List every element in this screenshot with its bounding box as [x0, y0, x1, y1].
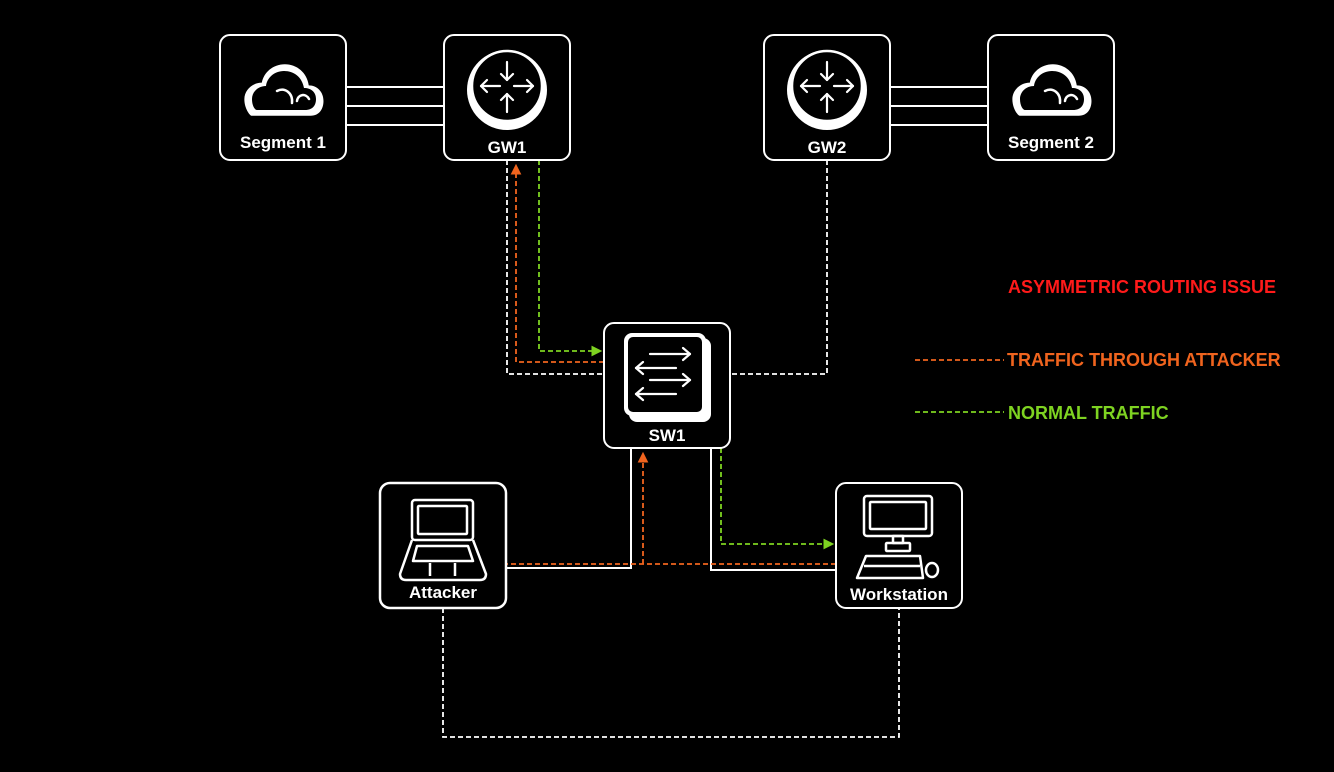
node-gw1[interactable]: GW1	[443, 34, 571, 161]
node-label: GW1	[488, 138, 527, 157]
node-workstation[interactable]: Workstation	[835, 482, 963, 609]
desktop-computer-icon	[855, 494, 940, 580]
link-attacker-sw1	[506, 448, 632, 569]
node-attacker[interactable]: Attacker	[378, 481, 508, 610]
normal-traffic-sw1-to-workstation	[720, 448, 835, 550]
legend: ASYMMETRIC ROUTING ISSUE TRAFFIC THROUGH…	[915, 277, 1281, 423]
node-segment1[interactable]: Segment 1	[219, 34, 347, 161]
node-label: Segment 1	[240, 133, 326, 152]
legend-title: ASYMMETRIC ROUTING ISSUE	[1008, 277, 1276, 297]
node-label: GW2	[808, 138, 847, 157]
node-gw2[interactable]: GW2	[763, 34, 891, 161]
link-sw1-workstation	[710, 448, 836, 571]
router-icon	[467, 49, 547, 130]
laptop-icon	[398, 498, 488, 582]
link-segment1-gw1	[346, 86, 444, 126]
node-label: Workstation	[850, 585, 948, 604]
node-label: Segment 2	[1008, 133, 1094, 152]
cloud-icon	[1012, 64, 1092, 116]
node-label: SW1	[649, 426, 686, 445]
link-gw1-sw1	[506, 160, 604, 375]
link-gw2-sw1	[730, 160, 828, 375]
normal-traffic-gw1-to-sw1	[538, 160, 603, 357]
legend-label-attacker-traffic: TRAFFIC THROUGH ATTACKER	[1007, 350, 1281, 370]
router-icon	[787, 49, 867, 130]
node-label: Attacker	[409, 583, 477, 602]
switch-icon	[624, 333, 711, 422]
link-attacker-workstation	[442, 608, 900, 738]
attacker-traffic-sw1-to-gw1	[510, 163, 604, 363]
node-segment2[interactable]: Segment 2	[987, 34, 1115, 161]
cloud-icon	[244, 64, 324, 116]
node-sw1[interactable]: SW1	[603, 322, 731, 449]
link-gw2-segment2	[890, 86, 988, 126]
legend-label-normal-traffic: NORMAL TRAFFIC	[1008, 403, 1169, 423]
